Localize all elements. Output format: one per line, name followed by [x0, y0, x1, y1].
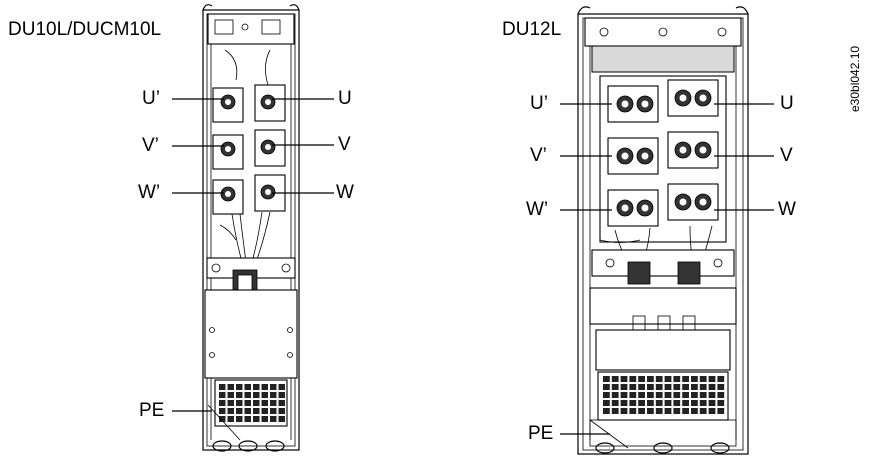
- figure-id: e30bl042.10: [848, 45, 862, 112]
- left-drive-unit: [202, 4, 300, 452]
- right-label-v: V: [780, 145, 793, 166]
- left-label-v-prime: V’: [142, 135, 159, 156]
- left-label-v: V: [338, 134, 351, 155]
- right-label-w-prime: W’: [526, 199, 549, 220]
- right-label-v-prime: V’: [530, 145, 547, 166]
- left-label-w: W: [336, 182, 354, 203]
- right-label-pe: PE: [528, 423, 554, 444]
- right-label-u: U: [780, 93, 794, 114]
- right-drive-unit: [577, 6, 749, 455]
- left-label-u-prime: U’: [142, 88, 160, 109]
- left-label-w-prime: W’: [138, 182, 161, 203]
- right-label-u-prime: U’: [530, 93, 548, 114]
- right-leader-lines: [560, 103, 774, 435]
- right-label-w: W: [778, 199, 796, 220]
- left-unit-title: DU10L/DUCM10L: [8, 19, 162, 40]
- left-label-pe: PE: [139, 400, 165, 421]
- right-unit-title: DU12L: [502, 19, 562, 40]
- left-label-u: U: [338, 88, 352, 109]
- left-leader-lines: [172, 98, 334, 412]
